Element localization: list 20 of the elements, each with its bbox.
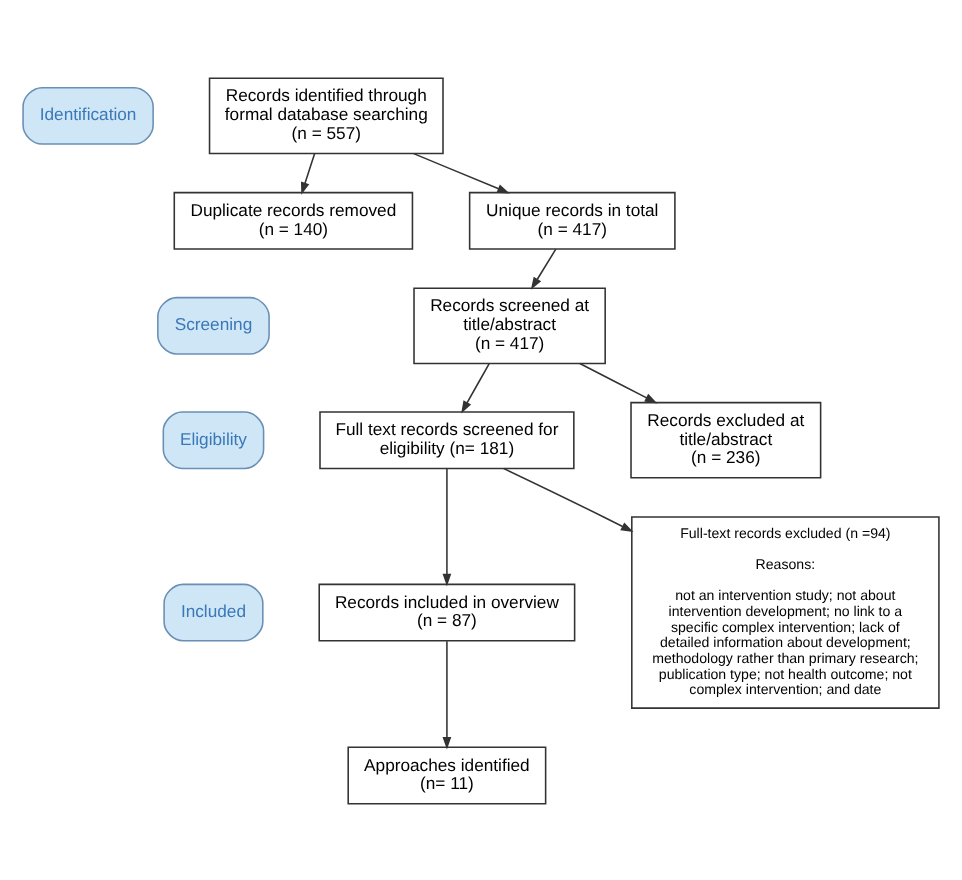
arrow [502, 466, 634, 531]
node-box: Full text records screened for eligibility (n= 181) [319, 410, 575, 469]
arrow [442, 467, 452, 586]
node-box: Records screened at title/abstract (n = 417) [413, 286, 606, 364]
arrow [579, 361, 658, 403]
node-box: Included [163, 582, 264, 641]
node-box: Records included in overview (n = 87) [318, 582, 576, 641]
node-box: Unique records in total (n = 417) [468, 190, 676, 249]
node-box: Eligibility [162, 410, 265, 469]
node-box: Records identified through formal database searching (n = 557) [208, 76, 444, 154]
arrow [442, 639, 452, 749]
arrow [461, 362, 490, 413]
arrow [300, 151, 316, 194]
node-box: Identification [22, 85, 154, 144]
node-box: Duplicate records removed (n = 140) [173, 190, 414, 249]
arrow [530, 247, 557, 289]
arrow [412, 151, 510, 193]
node-box: Approaches identified (n= 11) [347, 745, 547, 804]
node-box: Records excluded at title/abstract (n = 236) [630, 400, 822, 478]
node-box: Screening [157, 295, 270, 354]
